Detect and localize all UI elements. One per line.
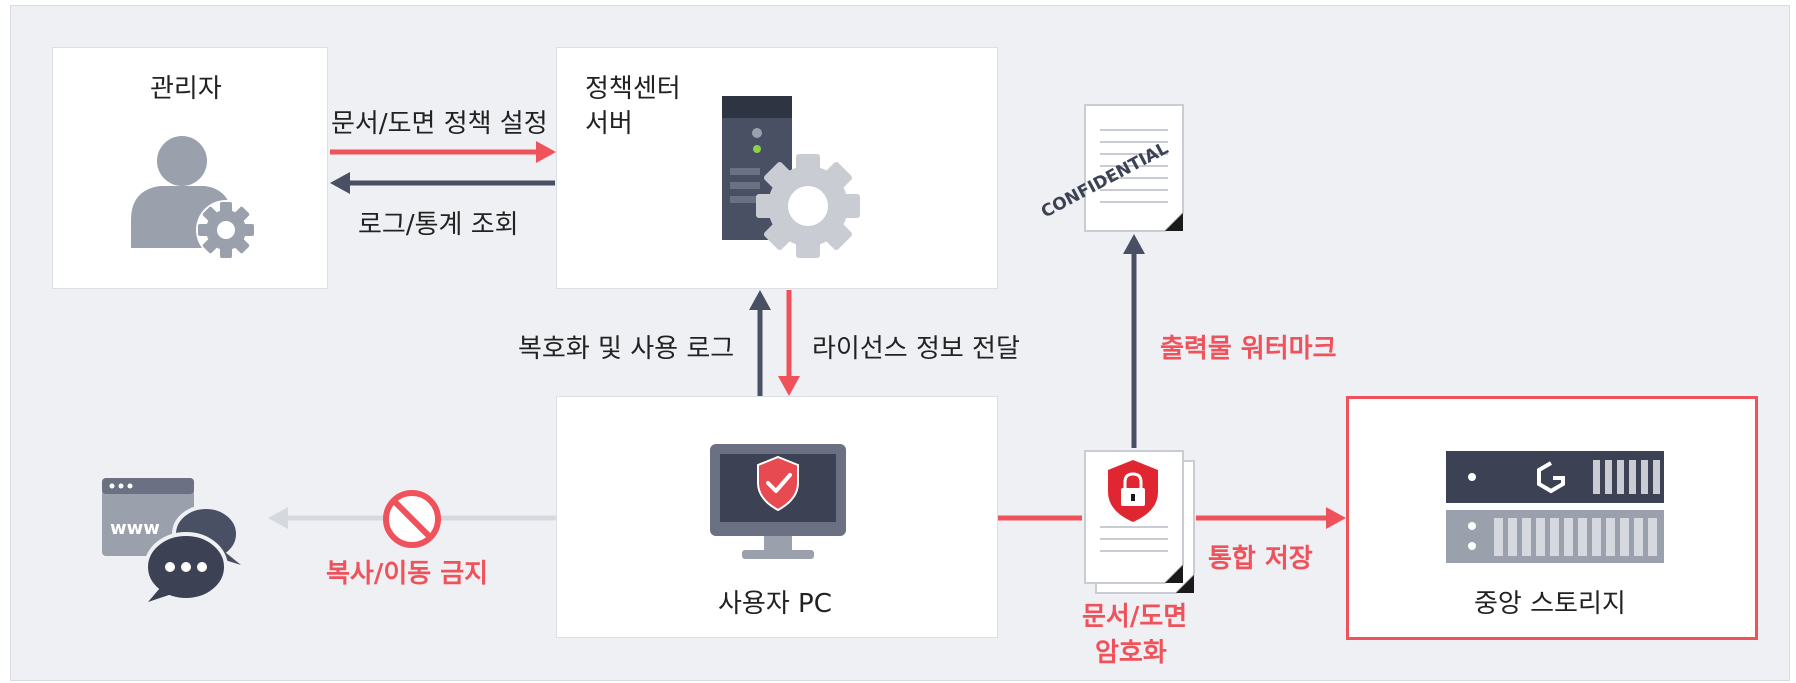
decrypt-log-label: 복호화 및 사용 로그 xyxy=(518,334,735,364)
log-stats-label: 로그/통계 조회 xyxy=(358,210,519,240)
arrow-to-storage xyxy=(998,507,1346,529)
chat-bubble-icon xyxy=(144,505,241,602)
admin-title: 관리자 xyxy=(150,74,222,104)
prohibited-icon xyxy=(383,490,441,548)
arrow-log-stats xyxy=(330,172,555,194)
confidential-document-icon xyxy=(1084,104,1184,232)
encrypt-label-line2: 암호화 xyxy=(1095,638,1167,668)
admin-gear-icon xyxy=(196,200,256,260)
central-storage-title: 중앙 스토리지 xyxy=(1474,589,1626,619)
set-policy-label: 문서/도면 정책 설정 xyxy=(331,109,548,139)
arrow-decrypt-log xyxy=(749,290,771,396)
lock-shield-icon xyxy=(1108,460,1158,522)
arrow-license xyxy=(778,290,800,396)
browser-www-label: www xyxy=(110,518,160,539)
encrypt-label-line1: 문서/도면 xyxy=(1082,602,1188,632)
server-gear-icon xyxy=(756,154,860,258)
license-label: 라이선스 정보 전달 xyxy=(812,334,1020,364)
arrow-watermark xyxy=(1123,234,1145,448)
watermark-label: 출력물 워터마크 xyxy=(1160,334,1337,364)
arrow-set-policy xyxy=(330,141,556,163)
policy-server-title-line2: 서버 xyxy=(585,109,633,139)
integrated-storage-label: 통합 저장 xyxy=(1208,544,1313,574)
user-pc-title: 사용자 PC xyxy=(718,589,832,619)
block-copy-label: 복사/이동 금지 xyxy=(326,559,489,589)
shield-check-icon xyxy=(757,455,799,512)
policy-server-title-line1: 정책센터 xyxy=(585,74,681,104)
storage-server-icon xyxy=(1446,451,1664,563)
